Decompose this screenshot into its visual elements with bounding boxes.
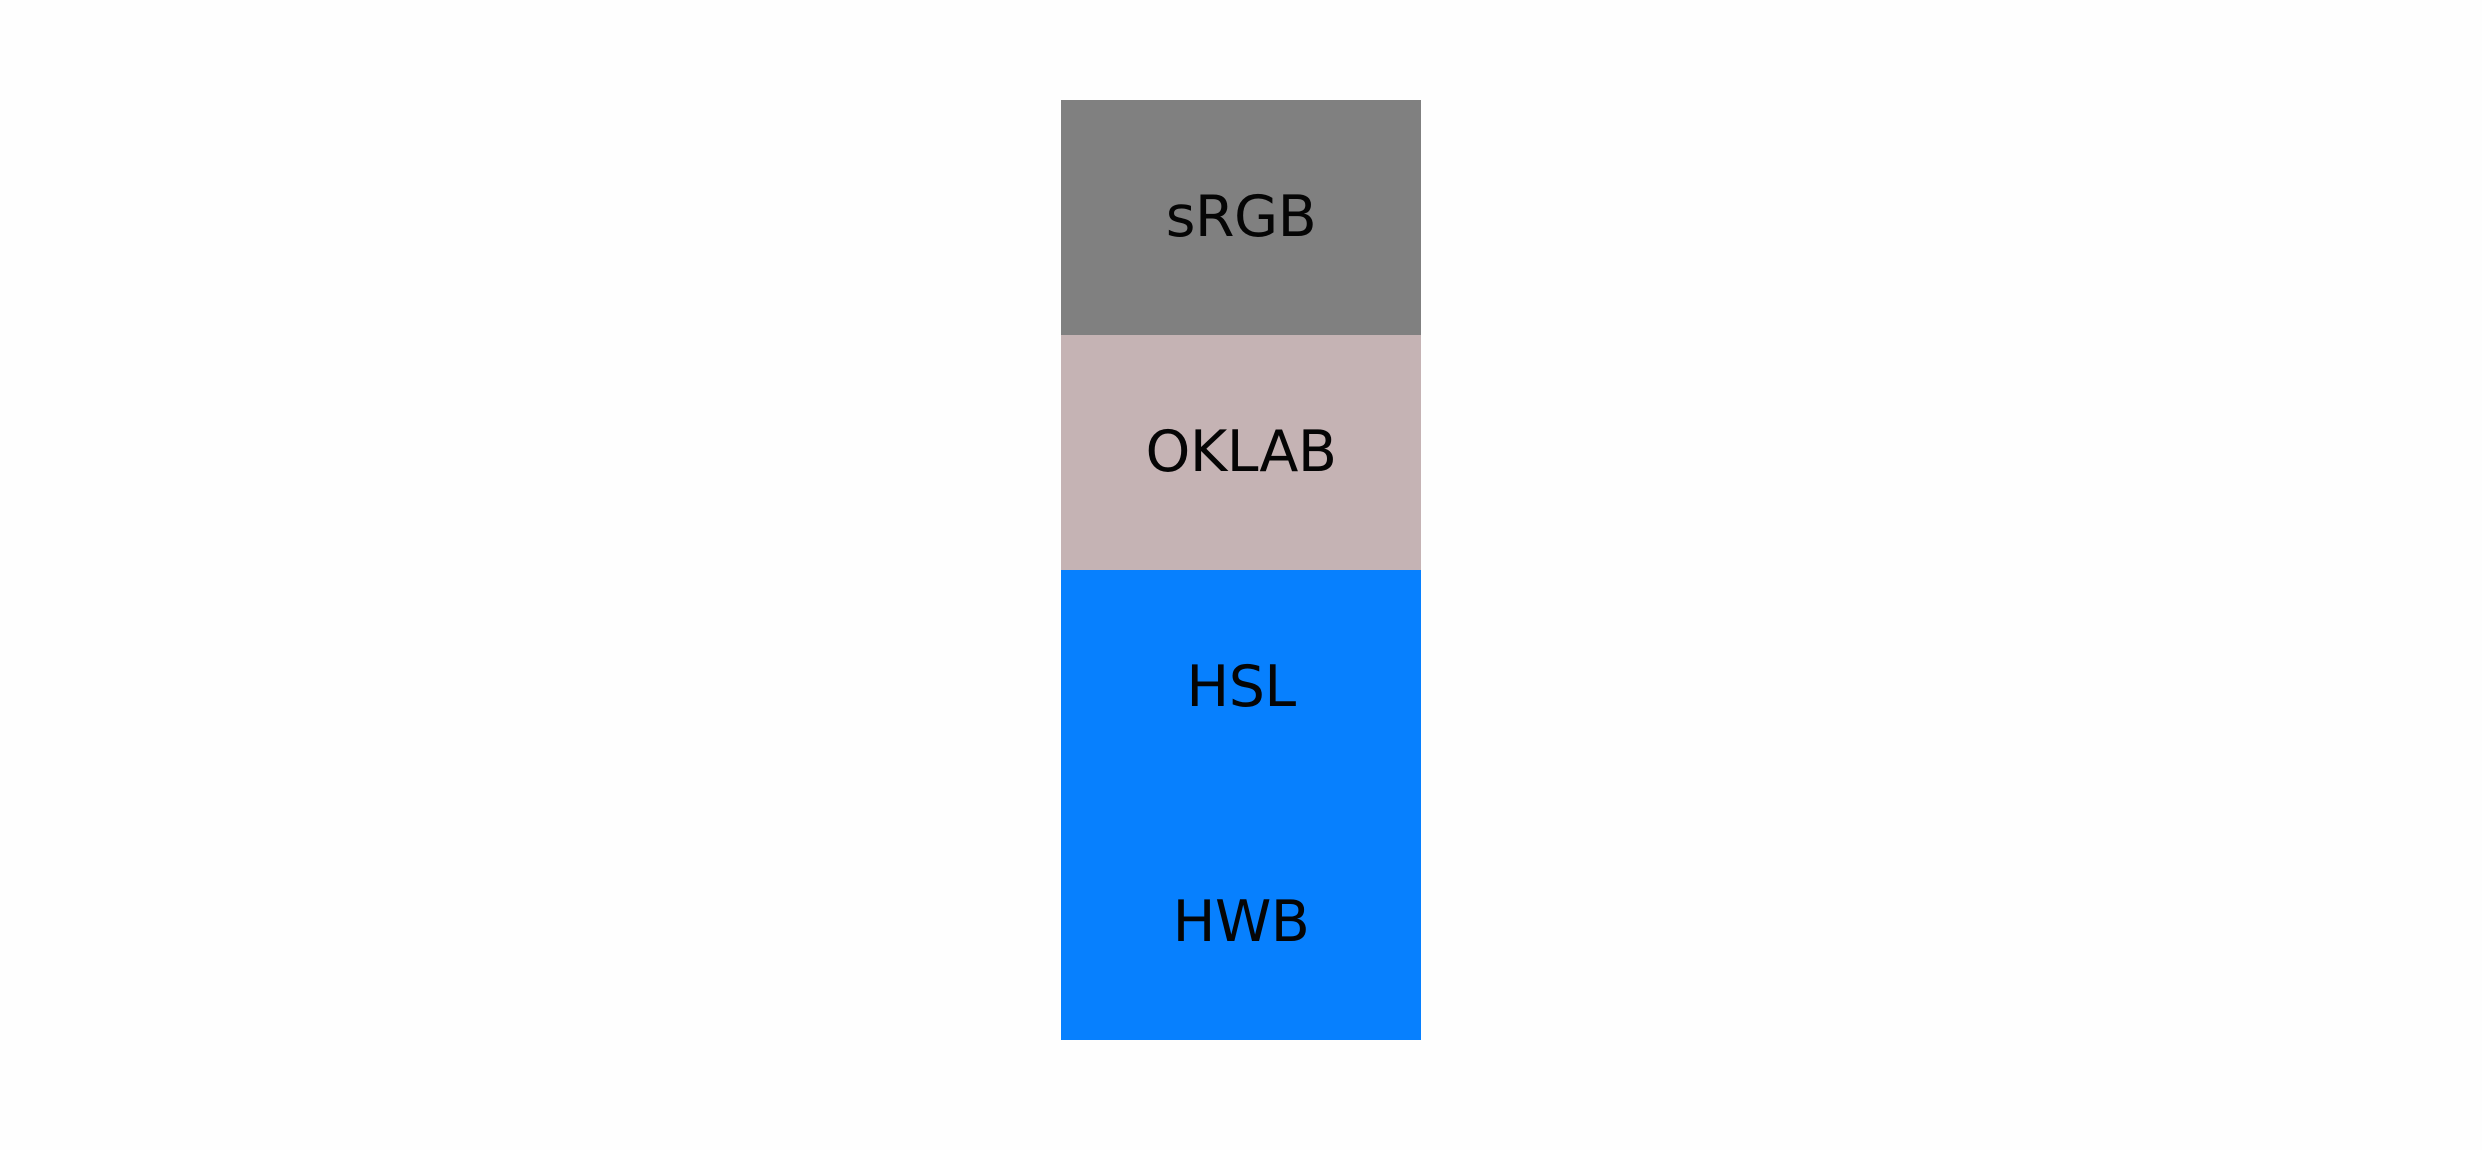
- swatch-hwb-label: HWB: [1172, 889, 1310, 955]
- swatch-hwb: HWB: [1061, 805, 1421, 1040]
- swatch-oklab-label: OKLAB: [1145, 419, 1337, 485]
- swatch-hsl-label: HSL: [1186, 654, 1296, 720]
- swatch-hsl: HSL: [1061, 570, 1421, 805]
- swatch-oklab: OKLAB: [1061, 335, 1421, 570]
- swatch-srgb-label: sRGB: [1165, 184, 1317, 250]
- color-space-swatch-stack: sRGB OKLAB HSL HWB: [1061, 100, 1421, 1040]
- swatch-srgb: sRGB: [1061, 100, 1421, 335]
